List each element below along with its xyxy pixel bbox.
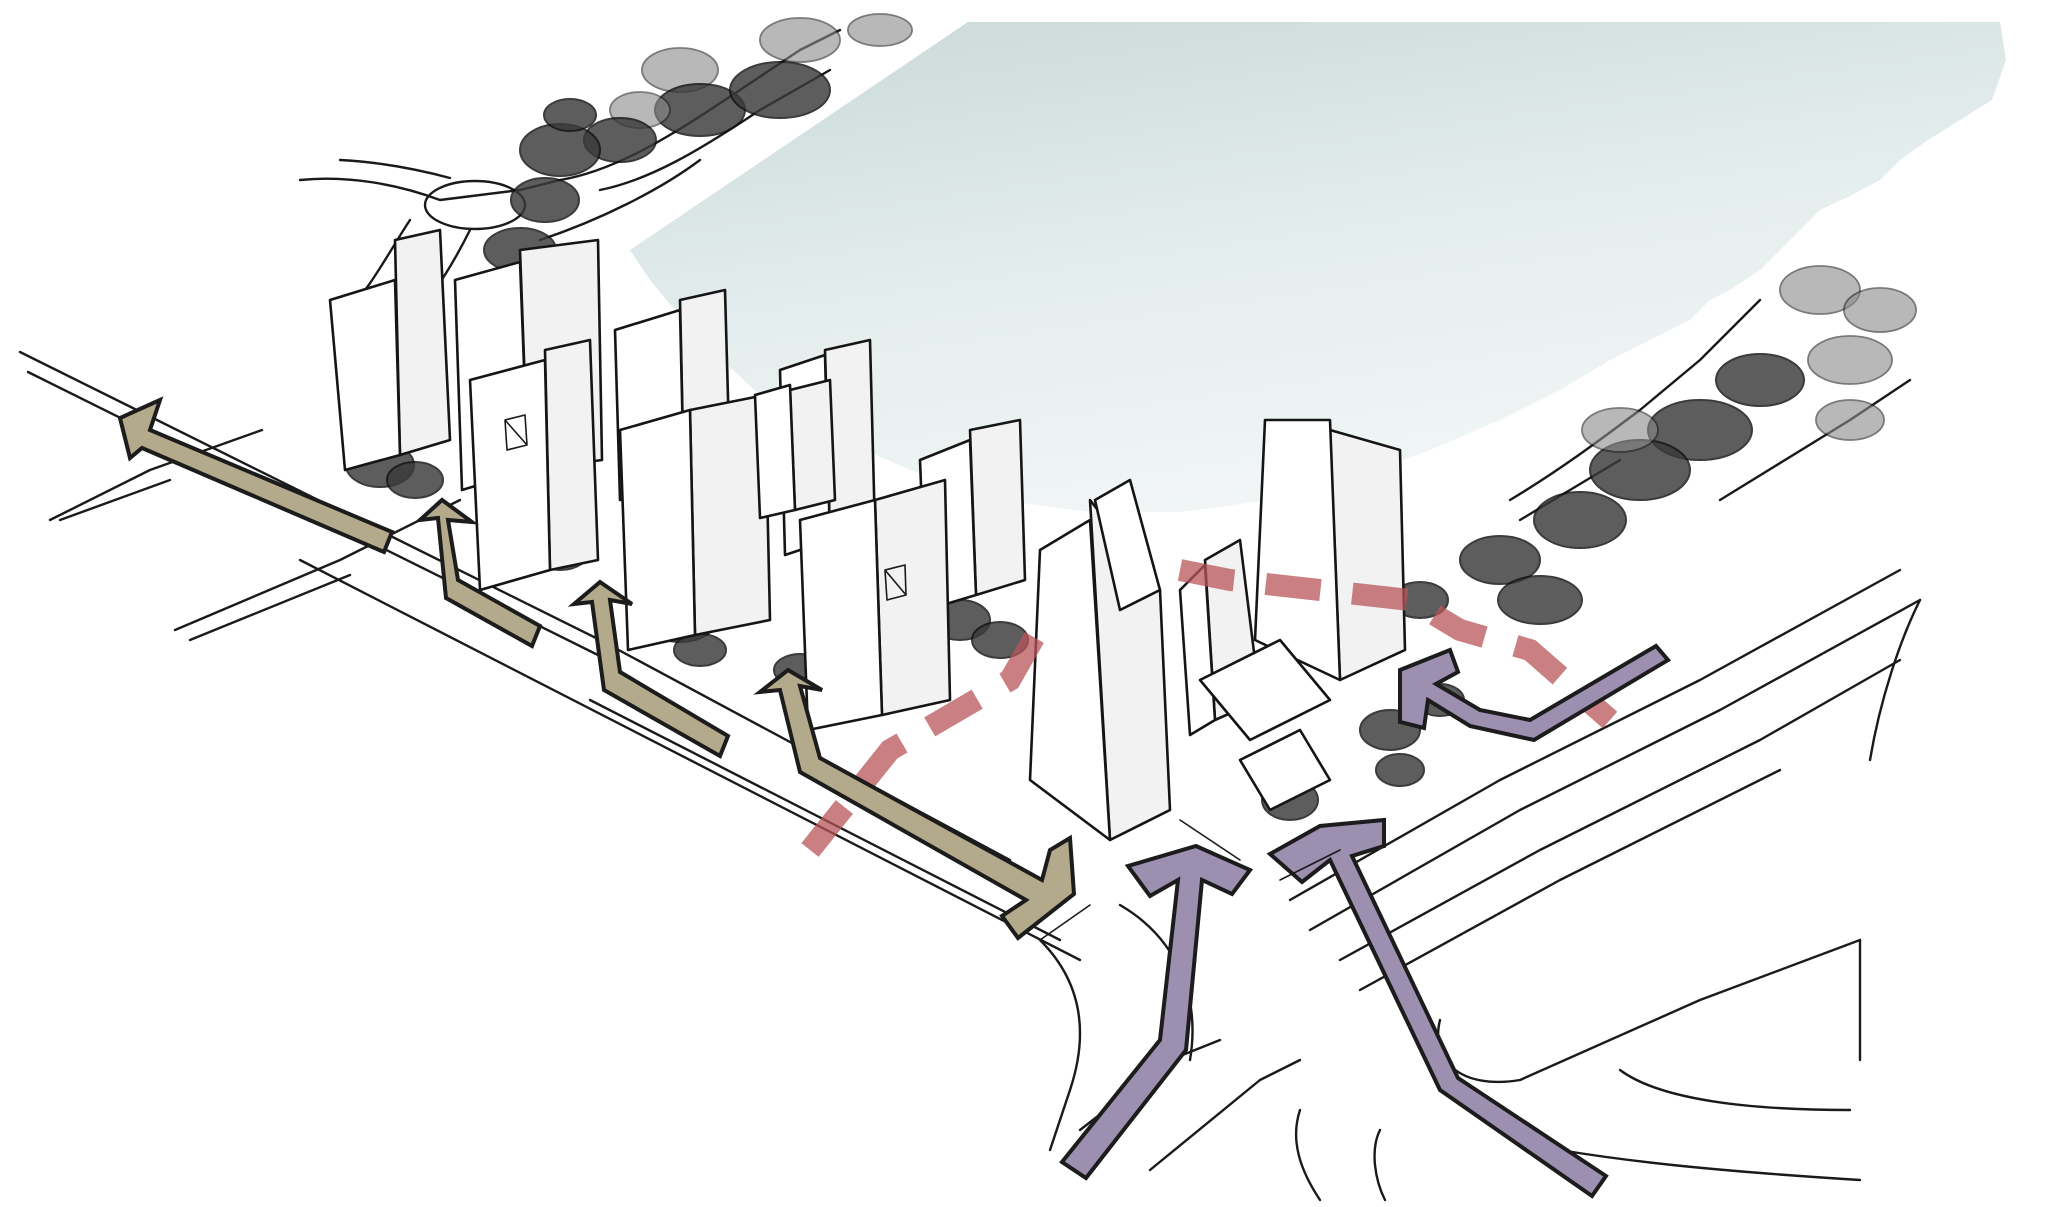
overlay-linework (1039, 819, 1341, 941)
water-body (630, 22, 2006, 512)
veh-arrow-south-left (1059, 843, 1254, 1181)
podium-blocks (1198, 638, 1332, 812)
tower-f2 (618, 393, 772, 652)
ped-arrow-2 (414, 497, 543, 649)
tower-b1 (328, 228, 452, 472)
vehicle-flow-arrows (1059, 643, 1672, 1199)
pedestrian-flow-arrows (117, 396, 1077, 941)
tower-f3 (753, 378, 837, 520)
tower-buildings (328, 228, 1407, 842)
ped-arrow-main-west (117, 396, 395, 555)
veh-arrow-south-right (1266, 817, 1609, 1199)
tower-e1 (1253, 418, 1407, 682)
veh-arrow-east (1398, 643, 1672, 743)
tower-f4 (798, 478, 952, 732)
view-corridor (801, 559, 1618, 857)
tower-slab (1028, 478, 1172, 842)
ped-arrow-4-double (753, 667, 1077, 941)
east-trees (1391, 265, 1917, 625)
tower-f1 (468, 338, 600, 592)
view-corridor-west (801, 604, 1060, 857)
ped-arrow-3 (567, 579, 731, 759)
view-corridor-east (1177, 559, 1618, 729)
